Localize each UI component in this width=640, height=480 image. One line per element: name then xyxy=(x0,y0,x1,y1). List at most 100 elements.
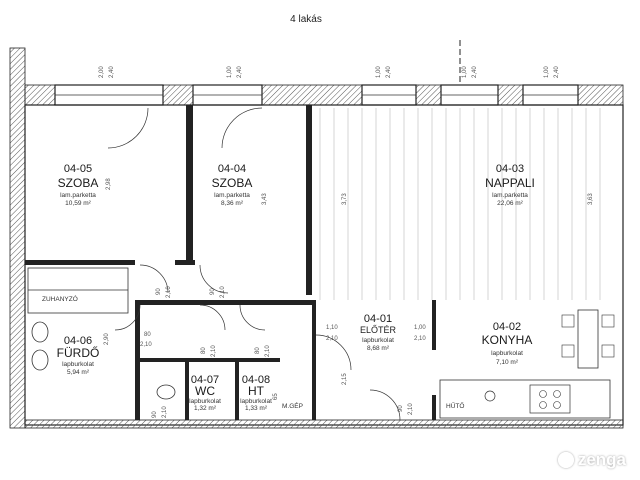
svg-text:3,43: 3,43 xyxy=(262,193,268,205)
svg-text:1,00: 1,00 xyxy=(227,66,233,78)
machine-label: M.GÉP xyxy=(282,401,303,410)
svg-text:1,00: 1,00 xyxy=(376,66,382,78)
svg-text:2,10: 2,10 xyxy=(326,336,338,342)
svg-text:90: 90 xyxy=(156,288,162,295)
wall-top-left xyxy=(24,84,56,106)
room-area: 1,32 m² xyxy=(194,405,217,412)
svg-text:90: 90 xyxy=(398,405,404,412)
svg-text:1,00: 1,00 xyxy=(462,66,468,78)
room-name: SZOBA xyxy=(58,176,99,190)
svg-text:2,15: 2,15 xyxy=(342,373,348,385)
room-code: 04-08 xyxy=(242,374,270,386)
room-04-06: 04-06 FÜRDŐ lapburkolat 5,94 m² xyxy=(57,335,100,376)
room-04-08: 04-08 HT lapburkolat 1,33 m² xyxy=(240,374,272,412)
svg-text:2,10: 2,10 xyxy=(166,286,172,298)
room-area: 7,10 m² xyxy=(496,359,519,366)
windows-top xyxy=(54,84,579,106)
room-area: 10,59 m² xyxy=(65,200,91,207)
room-code: 04-04 xyxy=(218,163,246,175)
room-name: NAPPALI xyxy=(485,176,535,190)
svg-text:2,90: 2,90 xyxy=(104,333,110,345)
shower-label: ZUHANYZÓ xyxy=(42,294,78,303)
svg-text:2,10: 2,10 xyxy=(220,286,226,298)
room-name: WC xyxy=(195,384,215,398)
room-area: 22,06 m² xyxy=(497,200,523,207)
door-dimensions: 90 2,10 90 2,10 80 2,10 80 2,10 80 2,10 … xyxy=(140,286,426,418)
svg-text:2,40: 2,40 xyxy=(109,66,115,78)
room-area: 8,36 m² xyxy=(221,200,244,207)
room-area: 8,68 m² xyxy=(367,345,390,352)
svg-text:1,10: 1,10 xyxy=(326,325,338,331)
kitchen-counter xyxy=(439,379,611,419)
room-area: 1,33 m² xyxy=(245,405,268,412)
svg-text:2,10: 2,10 xyxy=(414,336,426,342)
svg-text:2,40: 2,40 xyxy=(554,66,560,78)
shower xyxy=(27,267,129,314)
svg-text:2,10: 2,10 xyxy=(162,406,168,418)
room-04-05: 04-05 SZOBA lam.parketta 10,59 m² xyxy=(58,163,99,207)
room-name: KONYHA xyxy=(482,333,533,347)
wall-top-seg-4 xyxy=(497,84,524,106)
room-floor: lapburkolat xyxy=(189,398,221,405)
wall-left xyxy=(9,47,26,429)
bathroom-fixtures xyxy=(31,321,176,400)
room-height-dimensions: 2,98 3,43 3,73 3,63 2,90 2,15 xyxy=(104,178,594,385)
svg-text:2,10: 2,10 xyxy=(211,345,217,357)
room-area: 5,94 m² xyxy=(67,369,90,376)
wall-top-seg-2 xyxy=(261,84,363,106)
room-floor: lapburkolat xyxy=(62,361,94,368)
wall-top-seg-1 xyxy=(162,84,194,106)
wall-top-right xyxy=(577,84,624,106)
wall-bottom xyxy=(24,419,624,429)
interior-walls xyxy=(25,105,436,420)
room-floor: lapburkolat xyxy=(240,398,272,405)
room-04-07: 04-07 WC lapburkolat 1,32 m² xyxy=(189,374,221,412)
svg-text:65: 65 xyxy=(273,393,279,400)
room-04-02: 04-02 KONYHA lapburkolat 7,10 m² xyxy=(482,321,533,366)
svg-text:2,98: 2,98 xyxy=(106,178,112,190)
svg-text:2,40: 2,40 xyxy=(386,66,392,78)
fridge-label: HŰTŐ xyxy=(446,401,464,410)
room-name: FÜRDŐ xyxy=(57,345,100,360)
room-floor: lam.parketta xyxy=(492,192,528,199)
svg-text:2,10: 2,10 xyxy=(265,345,271,357)
room-name: ELŐTÉR xyxy=(360,325,397,335)
dining-table xyxy=(561,309,615,369)
zenga-logo-icon xyxy=(557,452,574,468)
zenga-watermark: zenga xyxy=(557,450,626,470)
svg-text:1,00: 1,00 xyxy=(414,325,426,331)
room-floor: lapburkolat xyxy=(491,350,523,357)
svg-text:3,73: 3,73 xyxy=(342,193,348,205)
svg-text:1,00: 1,00 xyxy=(544,66,550,78)
svg-text:3,63: 3,63 xyxy=(588,193,594,205)
room-code: 04-03 xyxy=(496,163,524,175)
room-floor: lam.parketta xyxy=(60,192,96,199)
room-code: 04-01 xyxy=(364,313,392,325)
room-floor: lam.parketta xyxy=(214,192,250,199)
svg-text:2,40: 2,40 xyxy=(237,66,243,78)
room-04-01: 04-01 ELŐTÉR lapburkolat 8,68 m² xyxy=(360,313,397,352)
wall-top-seg-3 xyxy=(415,84,442,106)
svg-text:90: 90 xyxy=(152,411,158,418)
top-dimensions: 2,00 2,40 1,00 2,40 1,00 2,40 1,00 2,40 … xyxy=(99,66,560,78)
svg-text:2,10: 2,10 xyxy=(140,342,152,348)
svg-text:90: 90 xyxy=(210,288,216,295)
svg-text:2,40: 2,40 xyxy=(472,66,478,78)
room-code: 04-02 xyxy=(493,321,521,333)
room-name: HT xyxy=(248,384,265,398)
door-swings xyxy=(107,107,401,421)
plan-title: 4 lakás xyxy=(290,14,322,25)
svg-text:80: 80 xyxy=(255,347,261,354)
watermark-text: zenga xyxy=(577,450,626,469)
room-04-04: 04-04 SZOBA lam.parketta 8,36 m² xyxy=(212,163,253,207)
svg-text:2,10: 2,10 xyxy=(408,403,414,415)
room-code: 04-07 xyxy=(191,374,219,386)
room-code: 04-05 xyxy=(64,163,92,175)
svg-text:2,00: 2,00 xyxy=(99,66,105,78)
room-04-03: 04-03 NAPPALI lam.parketta 22,06 m² xyxy=(485,163,535,207)
room-code: 04-06 xyxy=(64,335,92,347)
living-room-floor-pattern xyxy=(319,108,601,300)
room-floor: lapburkolat xyxy=(362,337,394,344)
room-name: SZOBA xyxy=(212,176,253,190)
